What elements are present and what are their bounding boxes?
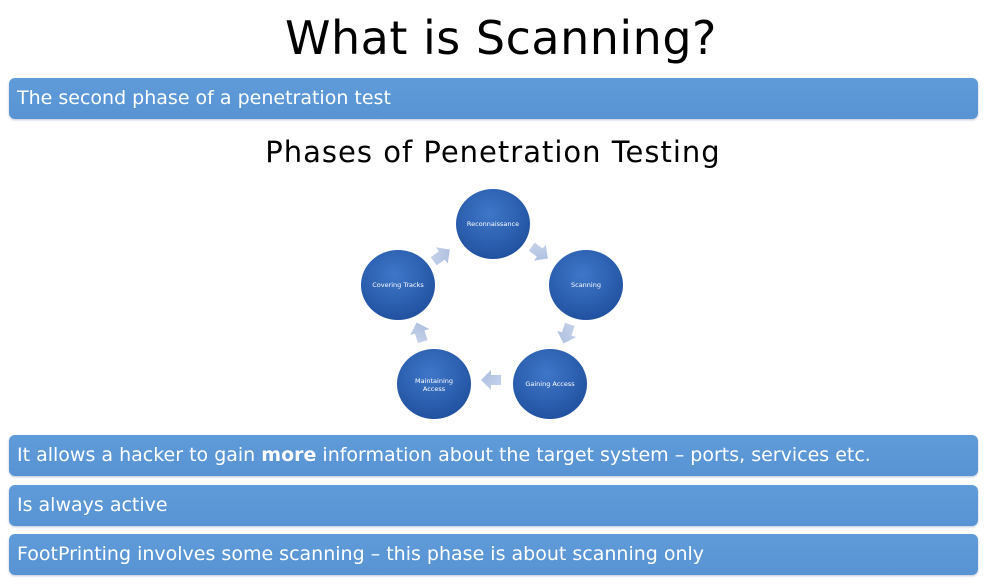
node-gaining-access-label: Gaining Access (525, 380, 575, 388)
node-reconnaissance: Reconnaissance (456, 189, 530, 259)
arrow-scanning-to-gaining-access (557, 322, 577, 344)
node-maintaining-access-label: Maintaining (415, 377, 453, 385)
bullet-more-information-text-end: information about the target system – po… (316, 444, 871, 466)
arrow-maintaining-access-to-covering-tracks (410, 322, 430, 344)
bullet-more-information-text-start: It allows a hacker to gain (17, 444, 262, 466)
bullet-always-active: Is always active (9, 485, 978, 526)
node-scanning-label: Scanning (571, 281, 601, 289)
bullet-footprinting: FootPrinting involves some scanning – th… (9, 534, 978, 575)
bullet-second-phase: The second phase of a penetration test (9, 78, 978, 119)
node-covering-tracks-label: Covering Tracks (372, 281, 424, 289)
node-scanning: Scanning (549, 250, 623, 320)
node-gaining-access: Gaining Access (513, 349, 587, 419)
slide-title: What is Scanning? (285, 11, 717, 65)
bullet-second-phase-text: The second phase of a penetration test (17, 87, 391, 109)
arrow-gaining-access-to-maintaining-access (481, 370, 501, 390)
node-reconnaissance-label: Reconnaissance (467, 220, 519, 228)
phases-cycle-diagram: Reconnaissance Scanning Gaining Access M… (361, 189, 623, 419)
bullet-more-information: It allows a hacker to gain more informat… (9, 435, 978, 476)
bullet-more-information-emphasis: more (261, 444, 317, 466)
node-maintaining-access: Maintaining Access (397, 349, 471, 419)
arrow-covering-tracks-to-reconnaissance (430, 247, 450, 266)
bullet-footprinting-text: FootPrinting involves some scanning – th… (17, 543, 705, 565)
arrow-reconnaissance-to-scanning (528, 242, 548, 261)
node-covering-tracks: Covering Tracks (361, 250, 435, 320)
node-maintaining-access-label-line-2: Access (423, 385, 446, 393)
bullet-always-active-text: Is always active (17, 494, 168, 516)
diagram-title: Phases of Penetration Testing (265, 135, 721, 169)
